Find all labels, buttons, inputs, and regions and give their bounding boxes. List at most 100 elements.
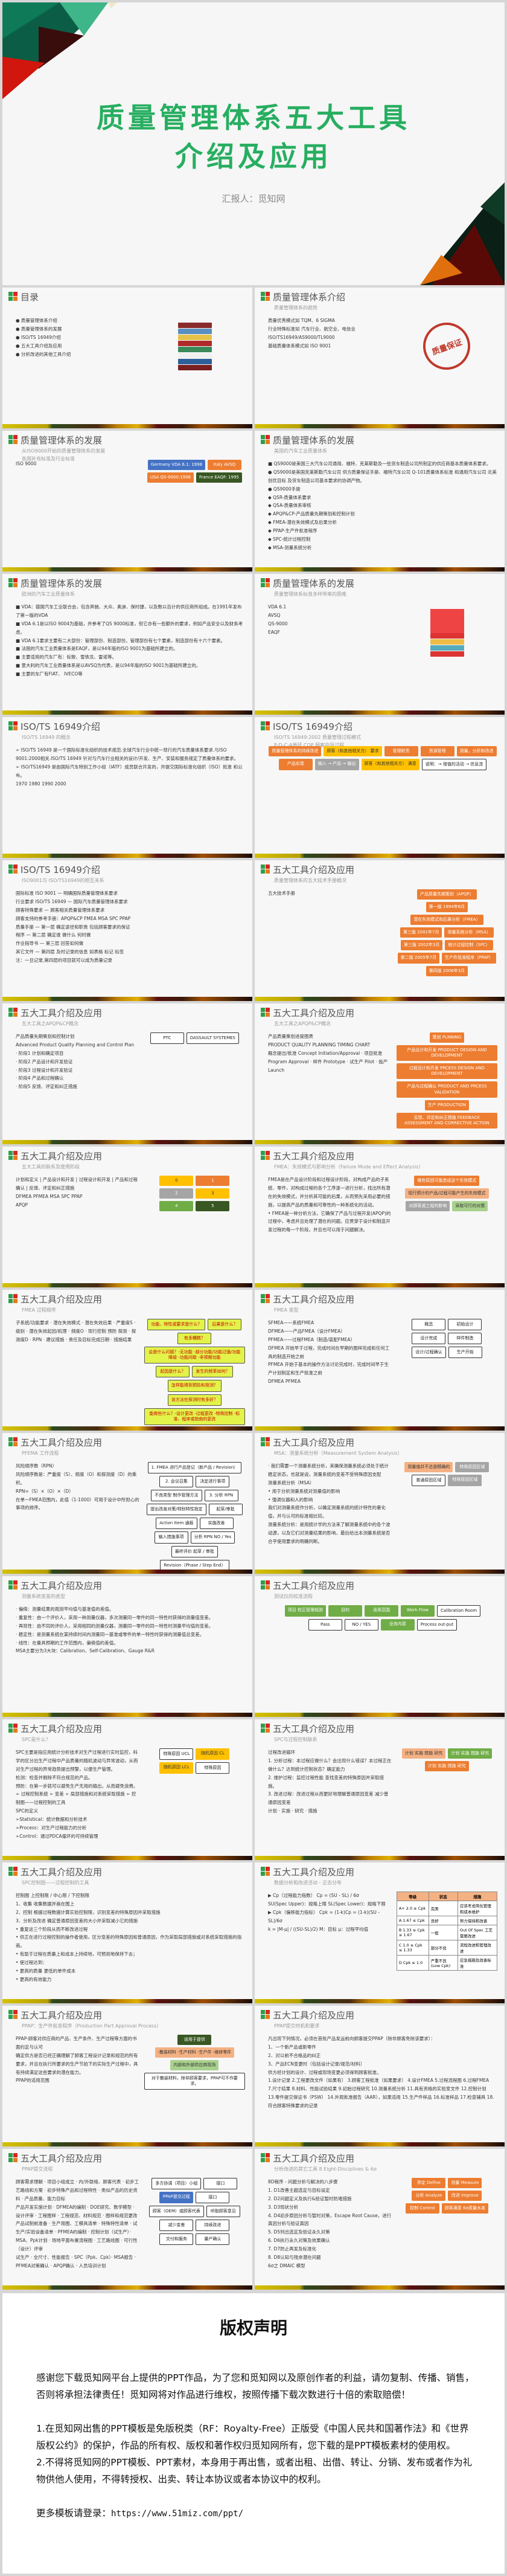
slide-thumbnail[interactable]: 五大工具介绍及应用数据分析和改进活动 - 正态分布▶ Cp（过程能力指数） Cp… xyxy=(255,1863,505,2003)
text-line: 行业特殊标准如 汽车行业、航空业、电信业 ISO/TS16949/AS9000/… xyxy=(268,326,356,340)
slide-body: 质量管理体系的持续改进顾客（和其他相关方） 要求管理职责资源管理测量，分析和改进… xyxy=(268,746,497,851)
slide-title: ISO/TS 16949介绍 xyxy=(273,721,352,732)
slide-thumbnail[interactable]: 五大工具介绍及应用分析改进的其它工具 8 Eight-Disciplines &… xyxy=(255,2149,505,2290)
diagram-box: 该方法在探测时有多好？ xyxy=(167,1394,222,1406)
diagram-box: 接口 xyxy=(203,2178,238,2190)
diagram-box: 特殊原因区域 xyxy=(448,1475,482,1487)
diagram-box: 随机原因 LCL xyxy=(159,1762,194,1774)
slide-body: ■ QS9000是美国三大汽车公司通用、福特、克莱斯勒及一些货车制造公司所制定的… xyxy=(268,460,497,564)
slide-thumbnail[interactable]: 五大工具介绍及应用质量管理体系的五大技术手册概况五大技术手册产品质量先期策划（A… xyxy=(255,860,505,1001)
slide-subtitle: PPAP：生产件批准程序（Production Part Approval Pr… xyxy=(22,2023,162,2029)
diagram-box: Process out-put xyxy=(416,1619,458,1631)
logo-icon xyxy=(8,1867,18,1876)
diagram-box: 减少变差 xyxy=(159,2220,194,2232)
text-line: 1.设计记录 2.工程更改文件（如果有） 3.顾客工程批准（如果要求） 4.设计… xyxy=(268,2078,489,2084)
diagram-box: 管理职责 xyxy=(384,746,418,757)
diagram-box: 改进 Improve xyxy=(448,2191,482,2201)
text-line: MSA主要分为3大块：Calibration、Self-Calibration、… xyxy=(16,1648,155,1654)
text-line: ◆ QSR-质量体系要求 xyxy=(268,494,311,500)
text-line: ➢ 过程控制系统 ➢ 变差 ➢ 局部措施和对系统采取措施 ➢ 控制图——过程控制… xyxy=(16,1791,136,1806)
more-url-link[interactable]: https://www.51miz.com/ppt/ xyxy=(111,2509,244,2519)
slide-thumbnail[interactable]: 质量管理体系的发展美国的汽车工业质量体系■ QS9000是美国三大汽车公司通用、… xyxy=(255,431,505,572)
decor-stripe xyxy=(2,854,252,858)
slide-body: 顾客需求理解 · 项目小组成立 · 内/外联络、顾客代表 · 初步工艺路线和方案… xyxy=(16,2178,245,2282)
text-line: SU(Spec Upper)：规格上限 SL(Spec Lower)：规格下限 xyxy=(268,1901,386,1907)
slide-text: ➢ ISO/TS 16949 是一个国际标准化组织的技术规范.全球汽车行业中统一… xyxy=(16,746,245,851)
table-header-row: 等级状态措施 xyxy=(396,1892,498,1901)
decor-stripe xyxy=(255,1999,505,2003)
diagram-box: 接口 xyxy=(196,2192,230,2204)
diagram-box: 顾客满意 6σ质量水准 xyxy=(441,2203,488,2214)
slide-thumbnail[interactable]: 质量管理体系的发展欧洲的汽车工业质量体系■ VDA：德国汽车工业联合会，包含奔驰… xyxy=(2,574,252,715)
text-line: 1. D1改善主题选定与目标设定 xyxy=(268,2187,330,2193)
slide-text: 风险顺序数（RPN）风险顺序数是：严重度（S）、频度（O）和探测度（D）的乘积。… xyxy=(16,1462,139,1567)
text-line: PFMEA——过程FMEA（制造/装配FMEA） xyxy=(268,1336,356,1342)
slide-thumbnail[interactable]: 目录● 质量管理体系介绍● 质量管理体系的发展● ISO/TS 16949介绍●… xyxy=(2,288,252,428)
diagram-box: 生产 PRODUCTION xyxy=(424,1100,470,1110)
slide-visual: 适用于提供-散装材料 -生产材料 -生产件 -维修零件内部和外部供应商现场对于散… xyxy=(144,2035,245,2139)
text-line: ◆ SPC-统计过程控制 xyxy=(268,536,311,542)
table-cell: 应急措施及改善标准 xyxy=(457,1955,498,1971)
text-line: 概念提出/批准 Concept Initiation/Approval · 项目… xyxy=(268,1050,388,1073)
slide-thumbnail[interactable]: 五大工具介绍及应用测量系统变差的类型· 偏倚：测量结果的观测平均值与基准值的差值… xyxy=(2,1576,252,1717)
slide-thumbnail[interactable]: 五大工具介绍及应用五大工具的联系及使用阶段计划和定义 | 产品设计和开发 | 过… xyxy=(2,1147,252,1287)
text-line: • 供正在进行过程控制的操作者使用，区分变差的特殊原因和普通原因，作为采取局部措… xyxy=(16,1934,242,1949)
text-line: 检测：检查并剔除不符合规范的产品。 xyxy=(16,1774,93,1780)
diagram-box: -散装材料 -生产材料 -生产件 -维修零件 xyxy=(155,2047,235,2058)
logo-icon xyxy=(261,2010,270,2019)
table-cell: C 1.0 ≤ Cpk ≤ 1.33 xyxy=(396,1940,429,1956)
diagram-box: 输入 → 产品 → 输出 xyxy=(314,759,359,771)
logo-icon xyxy=(8,292,18,301)
text-line: 顾客支持的参考手册：APQP&CP FMEA MSA SPC PPAP xyxy=(16,915,131,921)
logo-icon xyxy=(261,1867,270,1876)
diagram-box: 提出改善对策/特别特性指定 xyxy=(147,1504,206,1516)
table-cell: B 1.33 ≤ Cpk ≤ 1.67 xyxy=(396,1925,429,1940)
diagram-box: Action Item 通报 xyxy=(156,1518,197,1530)
text-line: ● 五大工具介绍及应用 xyxy=(16,343,62,349)
slide-thumbnail[interactable]: 质量管理体系的发展从ISO9000开始的质量管理体系的发展 各国补充标准及行业标… xyxy=(2,431,252,572)
slide-title: 质量管理体系的发展 xyxy=(273,435,355,446)
decor-stripe xyxy=(255,1140,505,1144)
text-line: 2. D2问题定义及执行&验证暂时防堵措施 xyxy=(268,2195,352,2201)
slide-body: FMEA是在产品设计阶段和过程设计阶段，对构成产品的子系统、零件，对构成过程的各… xyxy=(268,1176,497,1280)
diagram-box: 产品设计和开发 PRODUCT DESIGN AND DEVELOPMENT xyxy=(396,1045,497,1061)
slide-visual: 产品质量先期策划（APQP）第一版 1994年6月潜在失效模式和后果分析（FME… xyxy=(397,889,497,994)
decor-stripe xyxy=(255,1856,505,1860)
slide-title: ISO/TS 16949介绍 xyxy=(21,865,100,875)
slide-text: ISO 9000 xyxy=(16,460,139,564)
cover-slide: 质量管理体系五大工具 介绍及应用 汇报人：觅知网 xyxy=(2,2,505,285)
slide-body: 国际标准 ISO 9001 — 明确国际质量管理体系要求行业要求 ISO/TS … xyxy=(16,889,245,994)
diagram-box: Germany VDA 6.1: 1998 xyxy=(147,460,205,471)
logo-icon xyxy=(261,1008,270,1017)
decor-stripe xyxy=(255,567,505,572)
logo-icon xyxy=(8,2153,18,2162)
slide-text: 计划和定义 | 产品设计和开发 | 过程设计和开发 | 产品和过程确认 | 反馈… xyxy=(16,1176,139,1280)
table-header: 状态 xyxy=(428,1892,458,1901)
text-line: DFMEA——产品FMEA（设计FMEA） xyxy=(268,1328,345,1334)
text-line: AVSQ xyxy=(268,612,281,618)
text-line: ▶ Cp（过程能力指数） Cp = (SU - SL) / 6σ xyxy=(268,1893,359,1898)
